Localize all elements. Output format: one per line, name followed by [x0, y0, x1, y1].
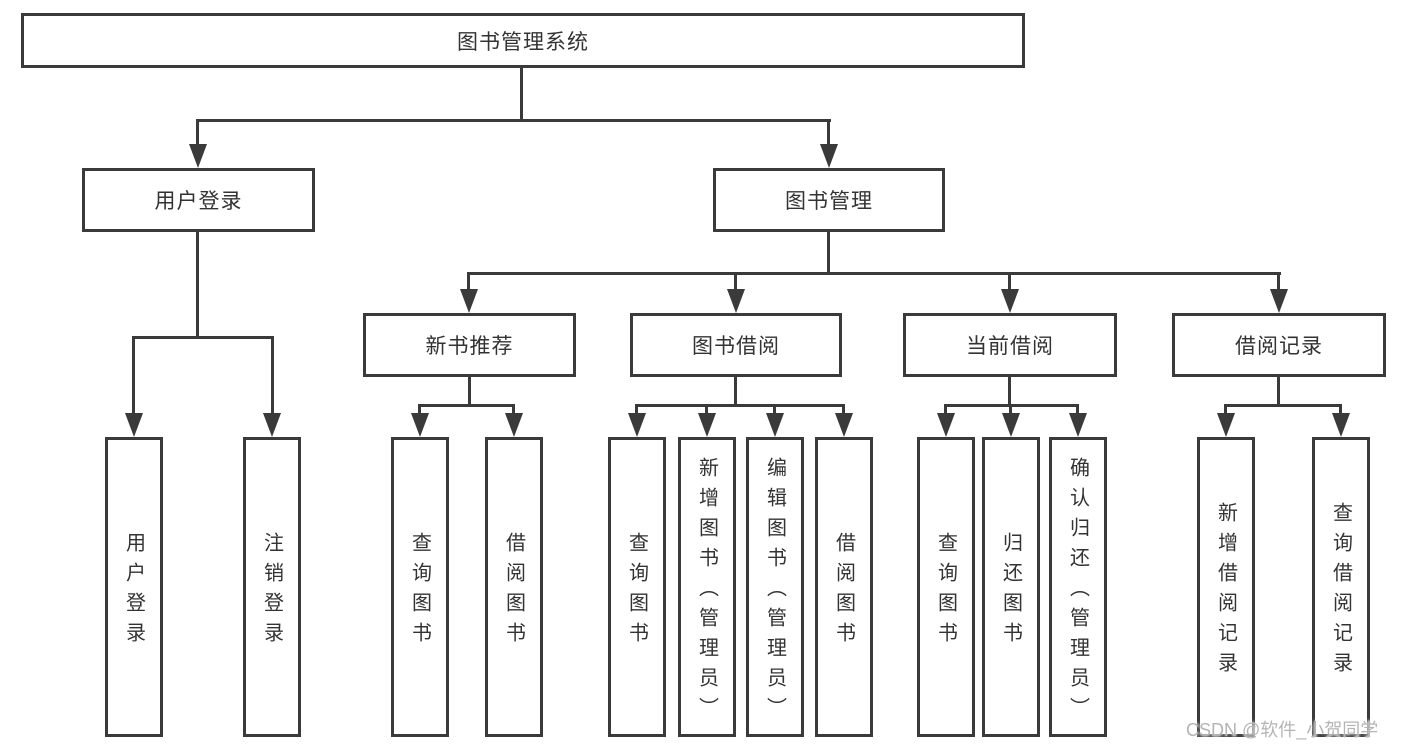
- leaf-logout-login-label: 注销登录: [260, 532, 283, 652]
- connector-recommend-stub: [468, 377, 471, 406]
- leaf-current-return-books-label: 归还图书: [999, 532, 1022, 652]
- node-user-login-label: 用户登录: [154, 190, 243, 213]
- connector-recommend-branch: [418, 404, 515, 407]
- node-library-management-system: 图书管理系统: [21, 13, 1025, 68]
- connector-drop-user-login: [196, 119, 199, 147]
- node-book-borrow: 图书借阅: [630, 313, 842, 377]
- arrowhead-icon: [698, 413, 716, 437]
- arrowhead-icon: [766, 413, 784, 437]
- connector-book-management-branch: [467, 272, 1281, 275]
- connector-drop-current-borrow: [1008, 272, 1011, 292]
- connector-root-branch: [196, 119, 831, 122]
- leaf-current-confirm-return-admin: 确认归还（管理员）: [1049, 437, 1107, 737]
- connector-drop: [635, 404, 638, 416]
- watermark: CSDN @软件_小贺同学: [1186, 720, 1379, 740]
- leaf-records-query-record-label: 查询借阅记录: [1329, 502, 1352, 682]
- connector-drop: [1009, 404, 1012, 416]
- leaf-recommend-query-books-label: 查询图书: [408, 532, 431, 652]
- connector-current-stub: [1008, 377, 1011, 406]
- connector-drop: [705, 404, 708, 416]
- connector-drop: [1224, 404, 1227, 416]
- arrowhead-icon: [1217, 413, 1235, 437]
- node-current-borrow-label: 当前借阅: [966, 335, 1054, 358]
- connector-book-management-stub: [827, 232, 830, 274]
- connector-drop-book-borrow: [734, 272, 737, 292]
- leaf-current-query-books: 查询图书: [917, 437, 975, 737]
- arrowhead-icon: [505, 413, 523, 437]
- connector-drop-leaf-login: [132, 336, 135, 416]
- connector-drop-new-book: [467, 272, 470, 292]
- connector-drop-leaf-logout: [271, 336, 274, 416]
- leaf-user-login-label: 用户登录: [122, 532, 145, 652]
- leaf-borrow-query-books: 查询图书: [608, 437, 666, 737]
- node-book-management: 图书管理: [713, 168, 945, 232]
- leaf-current-confirm-return-admin-label: 确认归还（管理员）: [1066, 457, 1089, 727]
- connector-drop: [1339, 404, 1342, 416]
- arrowhead-icon: [628, 413, 646, 437]
- node-borrow-records: 借阅记录: [1172, 313, 1386, 377]
- leaf-current-query-books-label: 查询图书: [934, 532, 957, 652]
- connector-root-stub: [520, 68, 523, 122]
- arrowhead-icon: [1069, 413, 1087, 437]
- arrowhead-icon: [1002, 413, 1020, 437]
- leaf-records-add-record-label: 新增借阅记录: [1214, 502, 1237, 682]
- leaf-borrow-borrow-books-label: 借阅图书: [832, 532, 855, 652]
- arrowhead-icon: [263, 413, 281, 437]
- connector-borrow-stub: [734, 377, 737, 406]
- arrowhead-icon: [1270, 289, 1288, 313]
- arrowhead-icon: [1332, 413, 1350, 437]
- connector-drop: [773, 404, 776, 416]
- leaf-logout-login: 注销登录: [243, 437, 301, 737]
- node-new-book-recommend: 新书推荐: [363, 313, 576, 377]
- node-new-book-recommend-label: 新书推荐: [425, 335, 514, 358]
- connector-drop: [418, 404, 421, 416]
- arrowhead-icon: [937, 413, 955, 437]
- arrowhead-icon: [835, 413, 853, 437]
- connector-drop: [944, 404, 947, 416]
- connector-drop: [842, 404, 845, 416]
- leaf-user-login: 用户登录: [105, 437, 163, 737]
- node-current-borrow: 当前借阅: [903, 313, 1117, 377]
- leaf-borrow-borrow-books: 借阅图书: [815, 437, 873, 737]
- node-library-management-system-label: 图书管理系统: [457, 30, 589, 54]
- leaf-borrow-edit-books-admin: 编辑图书（管理员）: [746, 437, 804, 737]
- connector-records-stub: [1277, 377, 1280, 406]
- node-borrow-records-label: 借阅记录: [1235, 335, 1323, 358]
- connector-records-branch: [1224, 404, 1342, 407]
- leaf-borrow-query-books-label: 查询图书: [625, 532, 648, 652]
- arrowhead-icon: [411, 413, 429, 437]
- arrowhead-icon: [125, 413, 143, 437]
- leaf-records-add-record: 新增借阅记录: [1197, 437, 1255, 737]
- leaf-borrow-add-books-admin: 新增图书（管理员）: [678, 437, 736, 737]
- node-user-login: 用户登录: [82, 168, 315, 232]
- node-book-management-label: 图书管理: [785, 190, 873, 213]
- connector-drop: [1076, 404, 1079, 416]
- connector-user-login-stub: [196, 232, 199, 339]
- leaf-borrow-add-books-admin-label: 新增图书（管理员）: [695, 457, 718, 727]
- leaf-recommend-query-books: 查询图书: [391, 437, 449, 737]
- leaf-current-return-books: 归还图书: [982, 437, 1040, 737]
- leaf-recommend-borrow-books: 借阅图书: [485, 437, 543, 737]
- leaf-recommend-borrow-books-label: 借阅图书: [502, 532, 525, 652]
- arrowhead-icon: [820, 144, 838, 168]
- connector-borrow-branch: [635, 404, 845, 407]
- leaf-borrow-edit-books-admin-label: 编辑图书（管理员）: [763, 457, 786, 727]
- connector-drop: [512, 404, 515, 416]
- arrowhead-icon: [727, 289, 745, 313]
- node-book-borrow-label: 图书借阅: [692, 335, 780, 358]
- arrowhead-icon: [460, 289, 478, 313]
- connector-user-login-branch: [132, 336, 274, 339]
- connector-drop-borrow-records: [1277, 272, 1280, 292]
- connector-drop-book-management: [827, 119, 830, 147]
- leaf-records-query-record: 查询借阅记录: [1312, 437, 1370, 737]
- arrowhead-icon: [189, 144, 207, 168]
- arrowhead-icon: [1001, 289, 1019, 313]
